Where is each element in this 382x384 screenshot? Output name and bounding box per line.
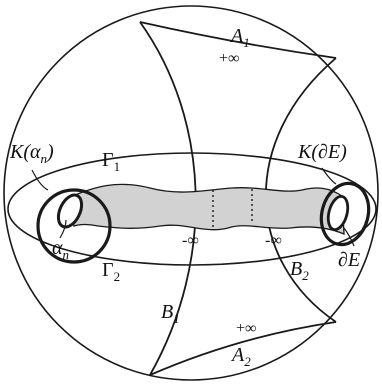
leader-alpha-n <box>59 219 67 239</box>
alpha-n-loop <box>56 193 84 229</box>
label-b1: B1 <box>161 301 180 326</box>
label-minus-inf-left: -∞ <box>182 232 199 249</box>
k-boundary-e-ellipse <box>319 181 371 247</box>
label-b2: B2 <box>290 258 309 283</box>
label-plus-inf-bottom: +∞ <box>236 320 256 337</box>
leader-k-alpha <box>31 169 49 191</box>
cusp-region-a2-bottom-curve <box>149 321 337 376</box>
leader-k-de <box>321 167 337 185</box>
leader-de <box>343 227 355 247</box>
shaded-tube <box>67 183 345 236</box>
label-alpha-n: αn <box>52 237 69 262</box>
k-alpha-n-circle <box>36 188 112 264</box>
label-minus-inf-right: -∞ <box>265 232 282 249</box>
boundary-sphere <box>3 5 379 381</box>
label-a1: A1 <box>229 25 250 50</box>
label-a2: A2 <box>230 344 251 369</box>
label-plus-inf-top: +∞ <box>219 50 239 67</box>
label-k-alpha-n: K(αn) <box>9 141 54 166</box>
label-gamma1: Γ1 <box>102 149 120 174</box>
label-boundary-e: ∂E <box>338 249 360 271</box>
cusp-region-a1-top-curve <box>139 21 337 59</box>
label-gamma2: Γ2 <box>102 259 120 284</box>
label-k-boundary-e: K(∂E) <box>297 141 347 163</box>
boundary-e-loop <box>326 195 350 231</box>
